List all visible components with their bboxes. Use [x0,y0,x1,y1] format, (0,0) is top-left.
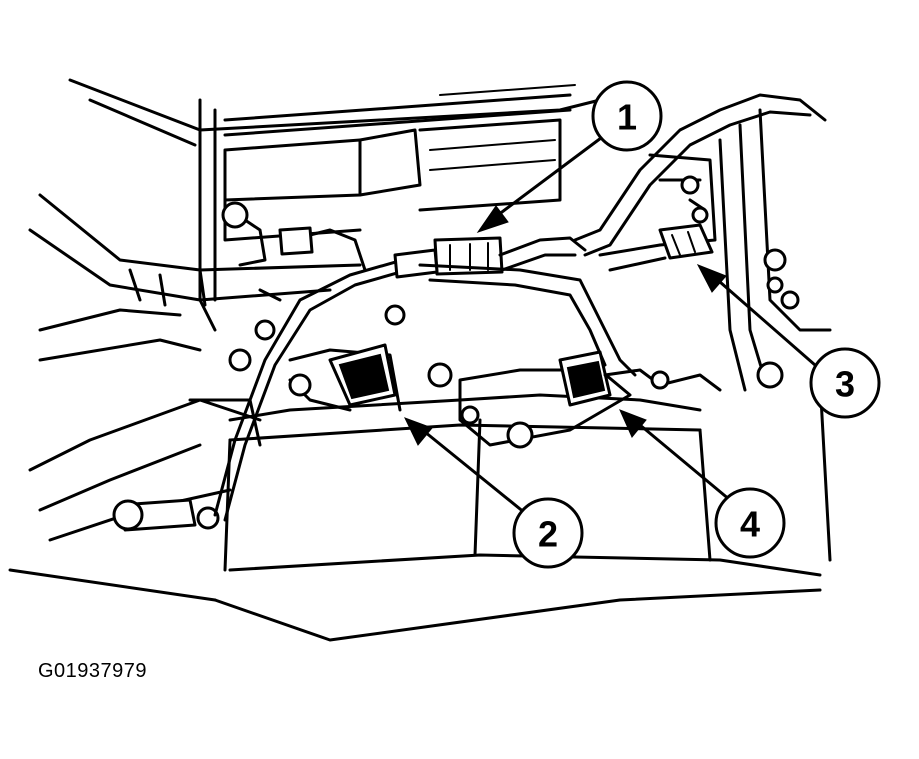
leader-1 [497,133,606,217]
callout-4-label: 4 [740,504,760,545]
arrowhead-3 [696,264,727,293]
callout-1: 1 [591,80,663,152]
callout-2: 2 [512,497,584,569]
callout-leaders [404,133,816,515]
arrowhead-1 [476,205,509,233]
callout-1-label: 1 [617,97,637,138]
leader-4 [639,423,731,502]
callout-3: 3 [809,347,881,419]
leader-3 [719,280,816,367]
arrowhead-4 [619,409,647,438]
arrowhead-2 [404,417,433,446]
leader-2 [424,430,526,515]
figure-id-label: G01937979 [38,660,148,682]
callout-4: 4 [714,487,786,559]
engine-line-art [8,78,832,642]
callout-3-label: 3 [835,364,855,405]
callout-2-label: 2 [538,514,558,555]
